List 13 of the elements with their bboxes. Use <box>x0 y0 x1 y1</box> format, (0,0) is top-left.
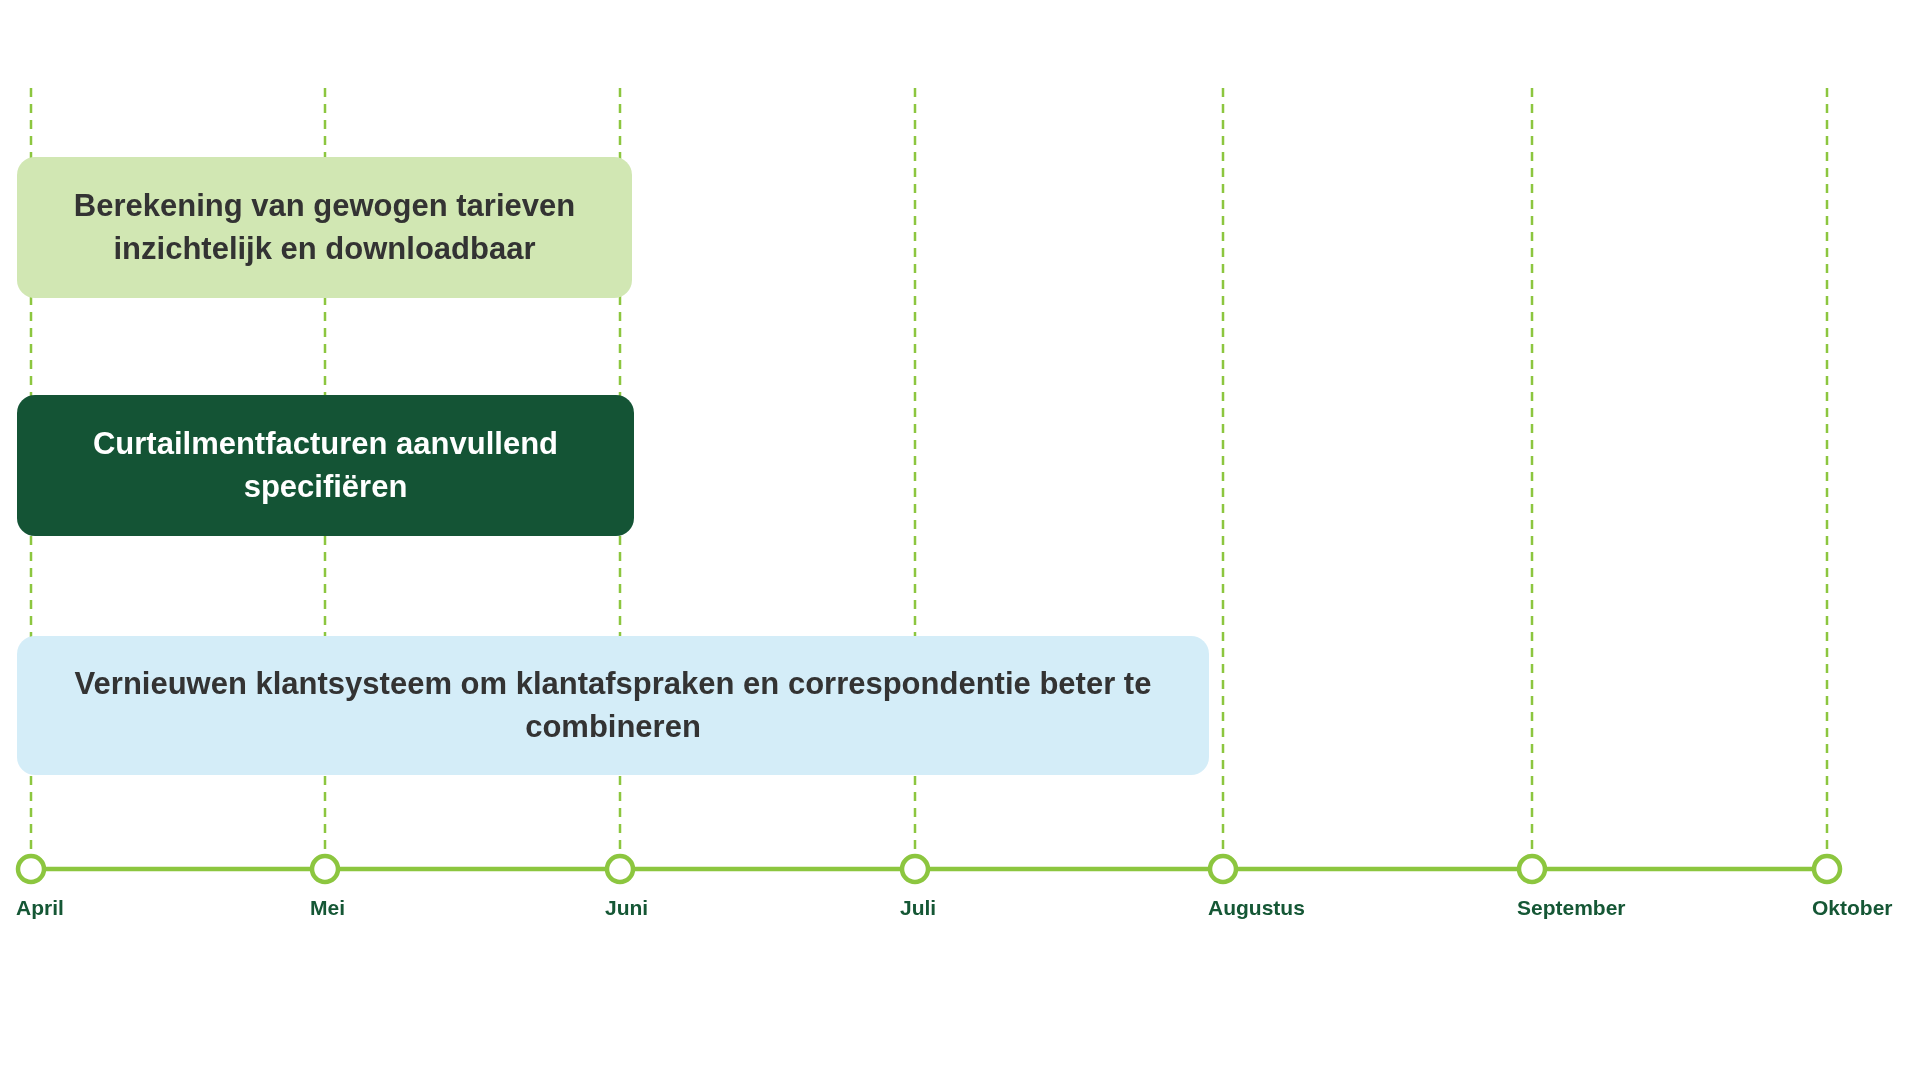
month-label: Oktober <box>1812 895 1893 921</box>
month-label: Juni <box>605 895 649 921</box>
task-bar <box>17 157 632 298</box>
task-label: Vernieuwen klantsysteem om klantafspraken en correspondentie beter te combineren <box>73 665 1153 746</box>
month-label: September <box>1517 895 1626 921</box>
task-label: Berekening van gewogen tarieven inzichtelijk en downloadbaar <box>72 187 577 268</box>
task-bar <box>17 636 1209 775</box>
task-bar <box>17 395 634 536</box>
month-label: Juli <box>900 895 937 921</box>
task-label: Curtailmentfacturen aanvullend specifiëren <box>91 425 560 506</box>
month-label: Mei <box>310 895 345 921</box>
month-label: Augustus <box>1208 895 1305 921</box>
month-label: April <box>16 895 64 921</box>
